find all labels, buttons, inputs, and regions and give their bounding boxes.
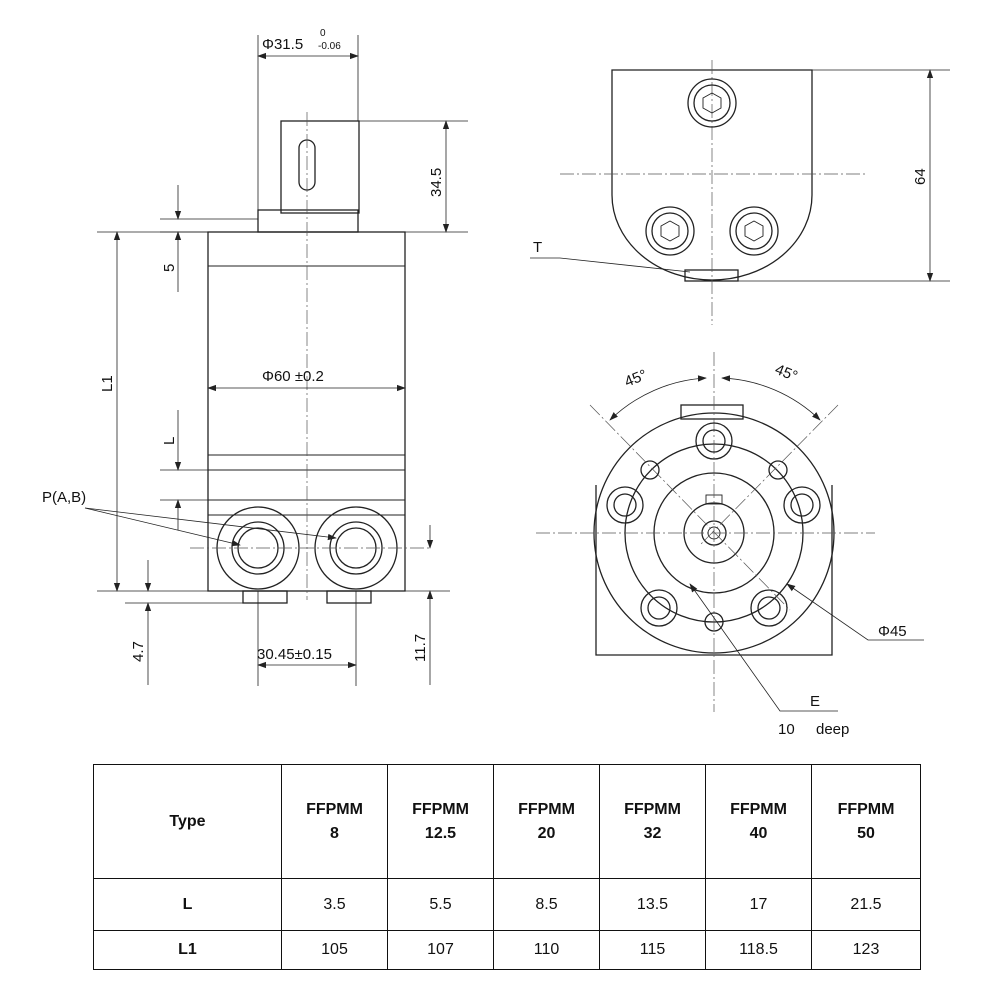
table-cell: 107	[387, 930, 494, 970]
table-cell: 123	[811, 930, 921, 970]
thread-depth-unit: deep	[816, 721, 849, 738]
spec-table: Type FFPMM 8 FFPMM 12.5 FFPMM 20 FFPMM 3…	[93, 764, 921, 970]
flange-hole-lower-left	[640, 589, 678, 627]
body-diameter-label: Φ60 ±0.2	[262, 368, 324, 385]
header-type: Type	[93, 764, 282, 879]
shaft-diameter-label: Φ31.5	[262, 36, 303, 53]
shaft-key-block	[280, 120, 360, 214]
table-cell: 8.5	[493, 878, 600, 931]
top-height-label: 64	[912, 168, 929, 185]
motor-body	[207, 231, 406, 592]
bottom-offset-label: 4.7	[130, 641, 147, 662]
table-cell: 21.5	[811, 878, 921, 931]
top-bolt-left	[645, 206, 695, 256]
table-row: L1 105 107 110 115 118.5 123	[93, 930, 921, 970]
port-spacing-label: 30.45±0.15	[257, 646, 332, 663]
flange-thickness-label: 5	[161, 264, 178, 272]
top-bolt-right	[729, 206, 779, 256]
table-row: L 3.5 5.5 8.5 13.5 17 21.5	[93, 878, 921, 931]
top-bolt-upper	[687, 78, 737, 128]
body-length-label: L1	[99, 375, 116, 392]
top-view: 64 T	[530, 60, 950, 325]
angle-left-label: 45°	[622, 366, 649, 390]
table-cell: 3.5	[281, 878, 388, 931]
thread-depth-value: 10	[778, 721, 795, 738]
shaft-length-label: 34.5	[428, 168, 445, 197]
table-cell: 5.5	[387, 878, 494, 931]
flange-hole-left	[606, 486, 644, 524]
side-view: Φ31.5 0 -0.06 34.5 5 L1 Φ60 ±0.2 L P(A,B…	[42, 28, 468, 686]
header-model: FFPMM 12.5	[387, 764, 494, 879]
section-length-label: L	[161, 437, 178, 445]
drain-port-label: T	[533, 239, 542, 256]
header-model: FFPMM 32	[599, 764, 706, 879]
shaft-tol-lower-label: -0.06	[318, 41, 341, 52]
table-cell: 118.5	[705, 930, 812, 970]
thread-label: E	[810, 693, 820, 710]
technical-drawing: Φ31.5 0 -0.06 34.5 5 L1 Φ60 ±0.2 L P(A,B…	[42, 28, 950, 738]
table-cell: 13.5	[599, 878, 706, 931]
angle-right-label: 45°	[773, 361, 800, 385]
flange-hole-lower-right	[750, 589, 788, 627]
flange-hole-top	[695, 422, 733, 460]
header-model: FFPMM 8	[281, 764, 388, 879]
header-model: FFPMM 40	[705, 764, 812, 879]
table-cell: 110	[493, 930, 600, 970]
table-header-row: Type FFPMM 8 FFPMM 12.5 FFPMM 20 FFPMM 3…	[93, 764, 921, 879]
header-model: FFPMM 50	[811, 764, 921, 879]
row-label: L1	[93, 930, 282, 970]
table-cell: 115	[599, 930, 706, 970]
flange-view: 45° 45° Φ45 E 10 deep	[536, 352, 924, 738]
shaft-tol-upper-label: 0	[320, 28, 326, 39]
table-cell: 17	[705, 878, 812, 931]
table-cell: 105	[281, 930, 388, 970]
pitch-diameter-label: Φ45	[878, 623, 907, 640]
top-housing-outline	[611, 69, 813, 281]
row-label: L	[93, 878, 282, 931]
flange-hole-right	[783, 486, 821, 524]
ports-label: P(A,B)	[42, 489, 86, 506]
header-model: FFPMM 20	[493, 764, 600, 879]
port-height-label: 11.7	[412, 634, 429, 662]
